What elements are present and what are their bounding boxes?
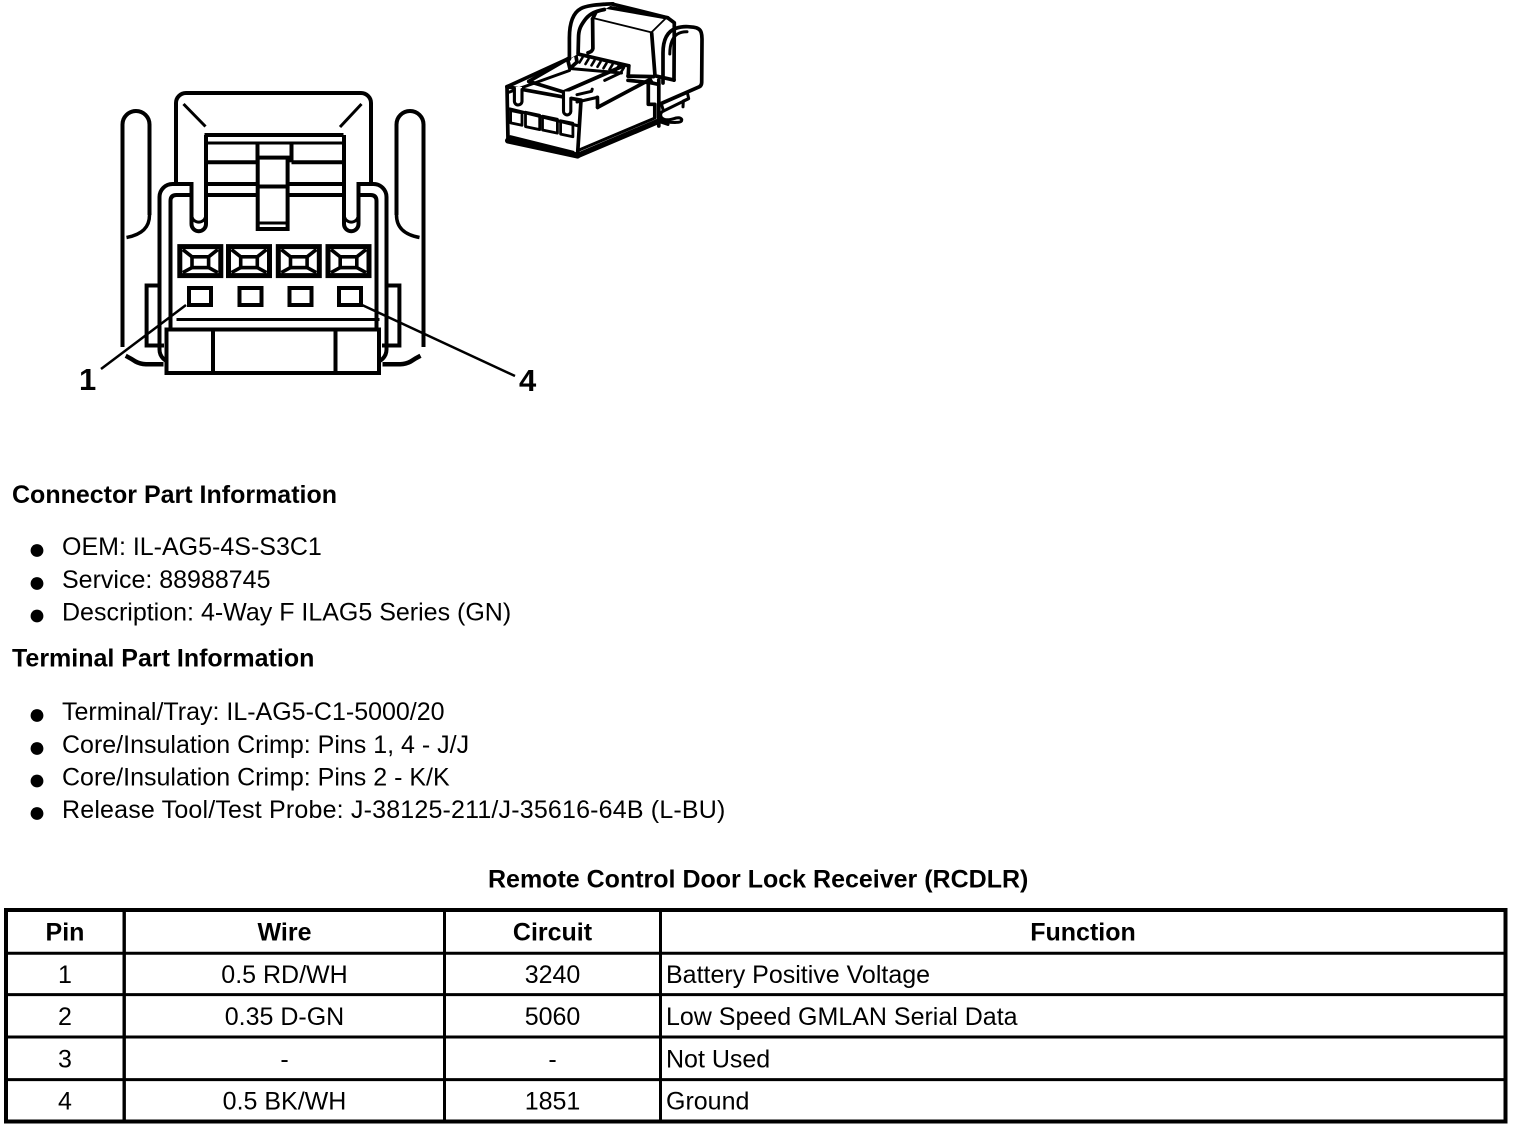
svg-text:Battery Positive Voltage: Battery Positive Voltage xyxy=(666,961,930,989)
svg-text:Description: 4-Way F ILAG5 Ser: Description: 4-Way F ILAG5 Series (GN) xyxy=(62,599,511,627)
svg-text:5060: 5060 xyxy=(525,1003,581,1031)
svg-text:-: - xyxy=(280,1045,288,1073)
svg-text:Circuit: Circuit xyxy=(513,919,593,947)
svg-text:Function: Function xyxy=(1030,919,1136,947)
svg-text:Connector Part Information: Connector Part Information xyxy=(12,481,337,509)
svg-text:Ground: Ground xyxy=(666,1088,749,1116)
svg-text:Service: 88988745: Service: 88988745 xyxy=(62,566,270,594)
svg-text:1: 1 xyxy=(79,362,96,397)
svg-text:2: 2 xyxy=(58,1003,72,1031)
svg-text:3240: 3240 xyxy=(525,961,581,989)
svg-text:Terminal/Tray: IL-AG5-C1-5000/: Terminal/Tray: IL-AG5-C1-5000/20 xyxy=(62,698,445,726)
svg-text:1: 1 xyxy=(58,961,72,989)
svg-text:Low Speed GMLAN Serial Data: Low Speed GMLAN Serial Data xyxy=(666,1003,1018,1031)
svg-text:Not Used: Not Used xyxy=(666,1045,770,1073)
svg-text:4: 4 xyxy=(519,363,537,398)
svg-text:Wire: Wire xyxy=(258,919,312,947)
svg-text:Release Tool/Test Probe: J-381: Release Tool/Test Probe: J-38125-211/J-3… xyxy=(62,796,726,824)
svg-text:0.5 RD/WH: 0.5 RD/WH xyxy=(221,961,347,989)
svg-text:1851: 1851 xyxy=(525,1088,581,1116)
svg-text:Pin: Pin xyxy=(46,919,85,947)
svg-text:4: 4 xyxy=(58,1088,72,1116)
svg-text:OEM: IL-AG5-4S-S3C1: OEM: IL-AG5-4S-S3C1 xyxy=(62,533,322,561)
svg-text:Terminal Part Information: Terminal Part Information xyxy=(12,645,314,673)
svg-text:Remote Control Door Lock Recei: Remote Control Door Lock Receiver (RCDLR… xyxy=(488,866,1028,894)
svg-text:Core/Insulation Crimp: Pins 2: Core/Insulation Crimp: Pins 2 - K/K xyxy=(62,764,450,792)
svg-text:0.5 BK/WH: 0.5 BK/WH xyxy=(223,1088,347,1116)
svg-text:-: - xyxy=(548,1045,556,1073)
svg-text:3: 3 xyxy=(58,1045,72,1073)
svg-text:Core/Insulation Crimp: Pins 1,: Core/Insulation Crimp: Pins 1, 4 - J/J xyxy=(62,731,469,759)
svg-text:0.35 D-GN: 0.35 D-GN xyxy=(225,1003,344,1031)
